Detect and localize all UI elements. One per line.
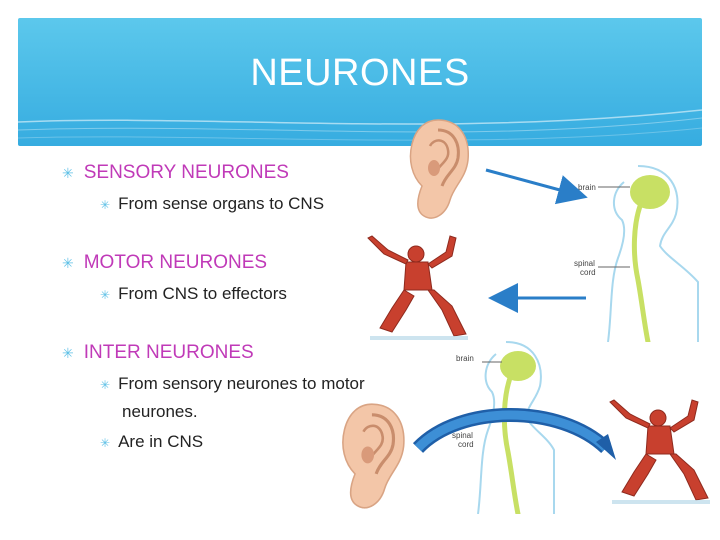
bullet-sensory-neurones: ✳ SENSORY NEURONES	[62, 162, 289, 184]
heading-inter: INTER NEURONES	[83, 342, 254, 363]
inter-neurone-arc-arrow	[412, 408, 616, 460]
body-outline: brain spinal cord	[452, 341, 555, 517]
subbullet-text: Are in CNS	[118, 432, 204, 451]
bullet-star-icon: ✳	[100, 198, 111, 212]
ear-image-top	[409, 119, 469, 219]
label-spinal: spinal	[574, 259, 595, 268]
bullet-inter-neurones: ✳ INTER NEURONES	[62, 342, 254, 364]
label-cord: cord	[580, 268, 596, 277]
banner-wave-lines	[18, 109, 702, 141]
body-outline: brain spinal cord	[574, 165, 699, 345]
subbullet-inter-1: ✳ From sensory neurones to motor	[100, 374, 365, 394]
slide-title: NEURONES	[250, 52, 470, 94]
subbullet-motor-1: ✳ From CNS to effectors	[100, 284, 287, 304]
arrows	[485, 168, 588, 313]
label-brain: brain	[456, 354, 474, 363]
subbullet-text: From sense organs to CNS	[118, 194, 325, 213]
subbullet-sensory-1: ✳ From sense organs to CNS	[100, 194, 324, 214]
subbullet-text: neurones.	[122, 402, 198, 421]
bullet-star-icon: ✳	[100, 288, 111, 302]
muscle-figure-bottom	[609, 399, 710, 504]
muscle-figure-middle	[367, 235, 468, 340]
bullet-star-icon: ✳	[62, 165, 74, 181]
bullet-star-icon: ✳	[100, 378, 111, 392]
nervous-system-diagram-bottom: brain spinal cord	[448, 338, 558, 517]
bullet-star-icon: ✳	[62, 255, 74, 271]
label-cord: cord	[458, 440, 474, 449]
heading-sensory: SENSORY NEURONES	[83, 162, 289, 183]
subbullet-text: From CNS to effectors	[118, 284, 287, 303]
subbullet-inter-2: ✳ Are in CNS	[100, 432, 203, 452]
bullet-motor-neurones: ✳ MOTOR NEURONES	[62, 252, 267, 274]
ear-image-bottom	[342, 403, 405, 509]
subbullet-inter-1-continued: neurones.	[122, 402, 198, 422]
bullet-star-icon: ✳	[100, 436, 111, 450]
label-spinal: spinal	[452, 431, 473, 440]
bullet-star-icon: ✳	[62, 345, 74, 361]
subbullet-text: From sensory neurones to motor	[118, 374, 365, 393]
heading-motor: MOTOR NEURONES	[83, 252, 268, 273]
sensory-arrow	[485, 168, 588, 205]
title-banner	[18, 18, 702, 146]
